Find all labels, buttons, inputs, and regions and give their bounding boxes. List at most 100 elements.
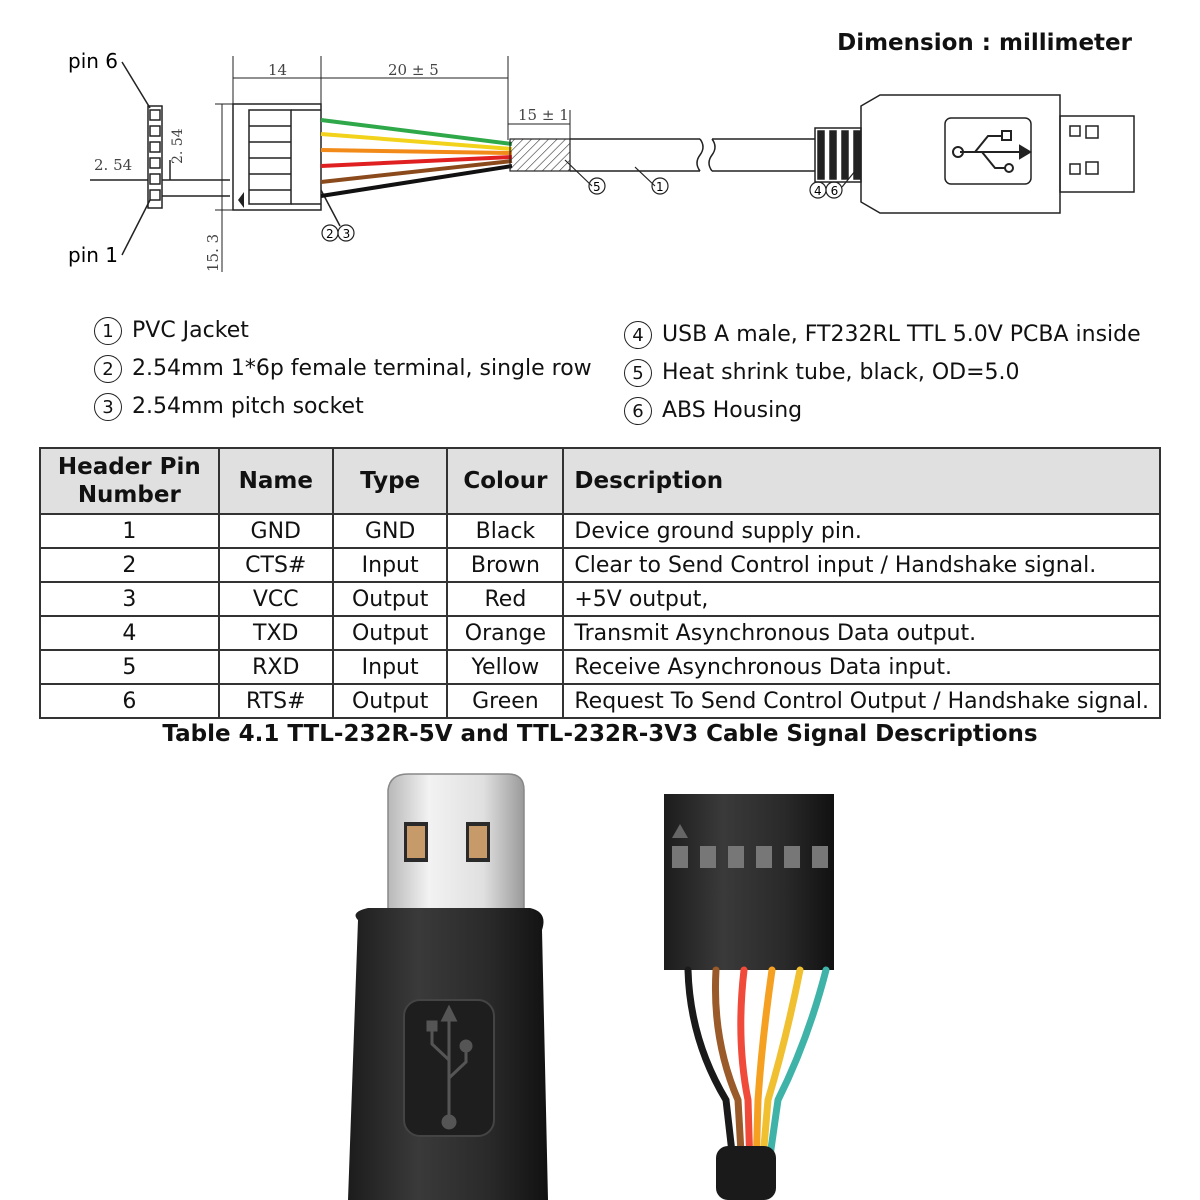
cell-name: CTS# (217, 547, 334, 583)
strain-relief (814, 127, 862, 183)
legend-number: 5 (624, 359, 652, 387)
photo-wires (684, 966, 830, 1174)
table-row: 1 GND GND Black Device ground supply pin… (39, 513, 1161, 549)
table-row: 6 RTS# Output Green Request To Send Cont… (39, 683, 1161, 719)
cell-colour: Brown (446, 547, 565, 583)
cell-pin: 1 (39, 513, 220, 549)
cell-type: Input (331, 547, 449, 583)
legend-text: 2.54mm pitch socket (132, 394, 364, 419)
cell-type: Output (331, 581, 449, 617)
cell-colour: Black (446, 513, 565, 549)
cell-pin: 4 (39, 615, 220, 651)
cell-colour: Red (446, 581, 565, 617)
photo-wire-black (684, 966, 738, 1174)
table-caption: Table 4.1 TTL-232R-5V and TTL-232R-3V3 C… (162, 721, 1038, 747)
cell-type: Output (331, 615, 449, 651)
cell-description: Clear to Send Control input / Handshake … (562, 547, 1161, 583)
pin-header-side-view (90, 61, 230, 256)
heat-shrink-tube (509, 138, 571, 172)
cell-type: Output (331, 683, 449, 719)
photo-wire-yellow (758, 966, 804, 1174)
wire-orange (320, 148, 513, 155)
legend-text: ABS Housing (662, 398, 803, 423)
cell-name: TXD (217, 615, 334, 651)
header-pin-number: Header Pin Number (39, 447, 220, 515)
dimension-lines (215, 56, 571, 272)
usb-logo-icon (426, 1004, 473, 1130)
dim-15: 15 ± 1 (518, 106, 569, 124)
dim-2-54-horizontal: 2. 54 (94, 156, 132, 174)
photo-wire-brown (712, 966, 746, 1174)
cable-jacket (570, 138, 815, 172)
legend-item: 4 USB A male, FT232RL TTL 5.0V PCBA insi… (624, 316, 1141, 354)
photo-wire-orange (752, 966, 776, 1174)
cell-name: RXD (217, 649, 334, 685)
pin6-label: pin 6 (68, 49, 118, 73)
header-colour: Colour (446, 447, 565, 515)
legend-number: 6 (624, 397, 652, 425)
legend-item: 6 ABS Housing (624, 392, 1141, 430)
legend-text: 2.54mm 1*6p female terminal, single row (132, 356, 592, 381)
legend-item: 5 Heat shrink tube, black, OD=5.0 (624, 354, 1141, 392)
legend-item: 2 2.54mm 1*6p female terminal, single ro… (94, 350, 592, 388)
cell-pin: 2 (39, 547, 220, 583)
cell-name: GND (217, 513, 334, 549)
callout-46: 46 (814, 184, 847, 198)
legend-text: Heat shrink tube, black, OD=5.0 (662, 360, 1020, 385)
photo-wire-red (737, 966, 754, 1174)
legend-text: USB A male, FT232RL TTL 5.0V PCBA inside (662, 322, 1141, 347)
cell-pin: 3 (39, 581, 220, 617)
cell-name: RTS# (217, 683, 334, 719)
header-description: Description (562, 447, 1161, 515)
cell-pin: 6 (39, 683, 220, 719)
pin1-label: pin 1 (68, 243, 118, 267)
header-name: Name (217, 447, 334, 515)
wire-red (320, 155, 513, 168)
usb-plug-drawing (1059, 115, 1135, 193)
legend-item: 1 PVC Jacket (94, 312, 592, 350)
cell-colour: Yellow (446, 649, 565, 685)
cell-description: Device ground supply pin. (562, 513, 1161, 549)
cell-colour: Green (446, 683, 565, 719)
callout-1: 1 (656, 180, 664, 194)
cell-type: GND (331, 513, 449, 549)
heat-shrink-photo (716, 1146, 776, 1200)
legend-number: 2 (94, 355, 122, 383)
legend-number: 1 (94, 317, 122, 345)
table-row: 4 TXD Output Orange Transmit Asynchronou… (39, 615, 1161, 651)
callouts (321, 159, 861, 242)
usb-icon (952, 130, 1032, 173)
photo-wire-green (764, 966, 830, 1174)
usb-housing (860, 94, 1061, 214)
product-illustration (348, 773, 834, 1200)
legend-text: PVC Jacket (132, 318, 249, 343)
cable-drawing: pin 6 pin 1 2. 54 2. 54 (68, 49, 1135, 272)
cell-colour: Orange (446, 615, 565, 651)
table-header-row: Header Pin Number Name Type Colour Descr… (39, 447, 1161, 515)
cell-description: Transmit Asynchronous Data output. (562, 615, 1161, 651)
wire-black (320, 164, 513, 198)
legend-right: 4 USB A male, FT232RL TTL 5.0V PCBA insi… (624, 316, 1141, 430)
wire-yellow (320, 132, 513, 151)
callout-23: 23 (326, 227, 359, 241)
wire-green (320, 118, 513, 146)
dimension-title: Dimension : millimeter (837, 30, 1132, 56)
dim-2-54-vertical: 2. 54 (170, 128, 186, 164)
cell-description: +5V output, (562, 581, 1161, 617)
female-header-photo (664, 794, 834, 970)
legend-left: 1 PVC Jacket 2 2.54mm 1*6p female termin… (94, 312, 592, 426)
table-row: 3 VCC Output Red +5V output, (39, 581, 1161, 617)
usb-plug-photo (387, 773, 525, 921)
signal-table: Header Pin Number Name Type Colour Descr… (39, 447, 1161, 719)
wire-fan (320, 118, 513, 198)
callout-5: 5 (593, 180, 601, 194)
dim-20: 20 ± 5 (388, 61, 439, 79)
cell-pin: 5 (39, 649, 220, 685)
dim-14: 14 (268, 61, 287, 79)
wire-brown (320, 159, 513, 184)
table-row: 2 CTS# Input Brown Clear to Send Control… (39, 547, 1161, 583)
cell-description: Receive Asynchronous Data input. (562, 649, 1161, 685)
cell-name: VCC (217, 581, 334, 617)
cell-type: Input (331, 649, 449, 685)
